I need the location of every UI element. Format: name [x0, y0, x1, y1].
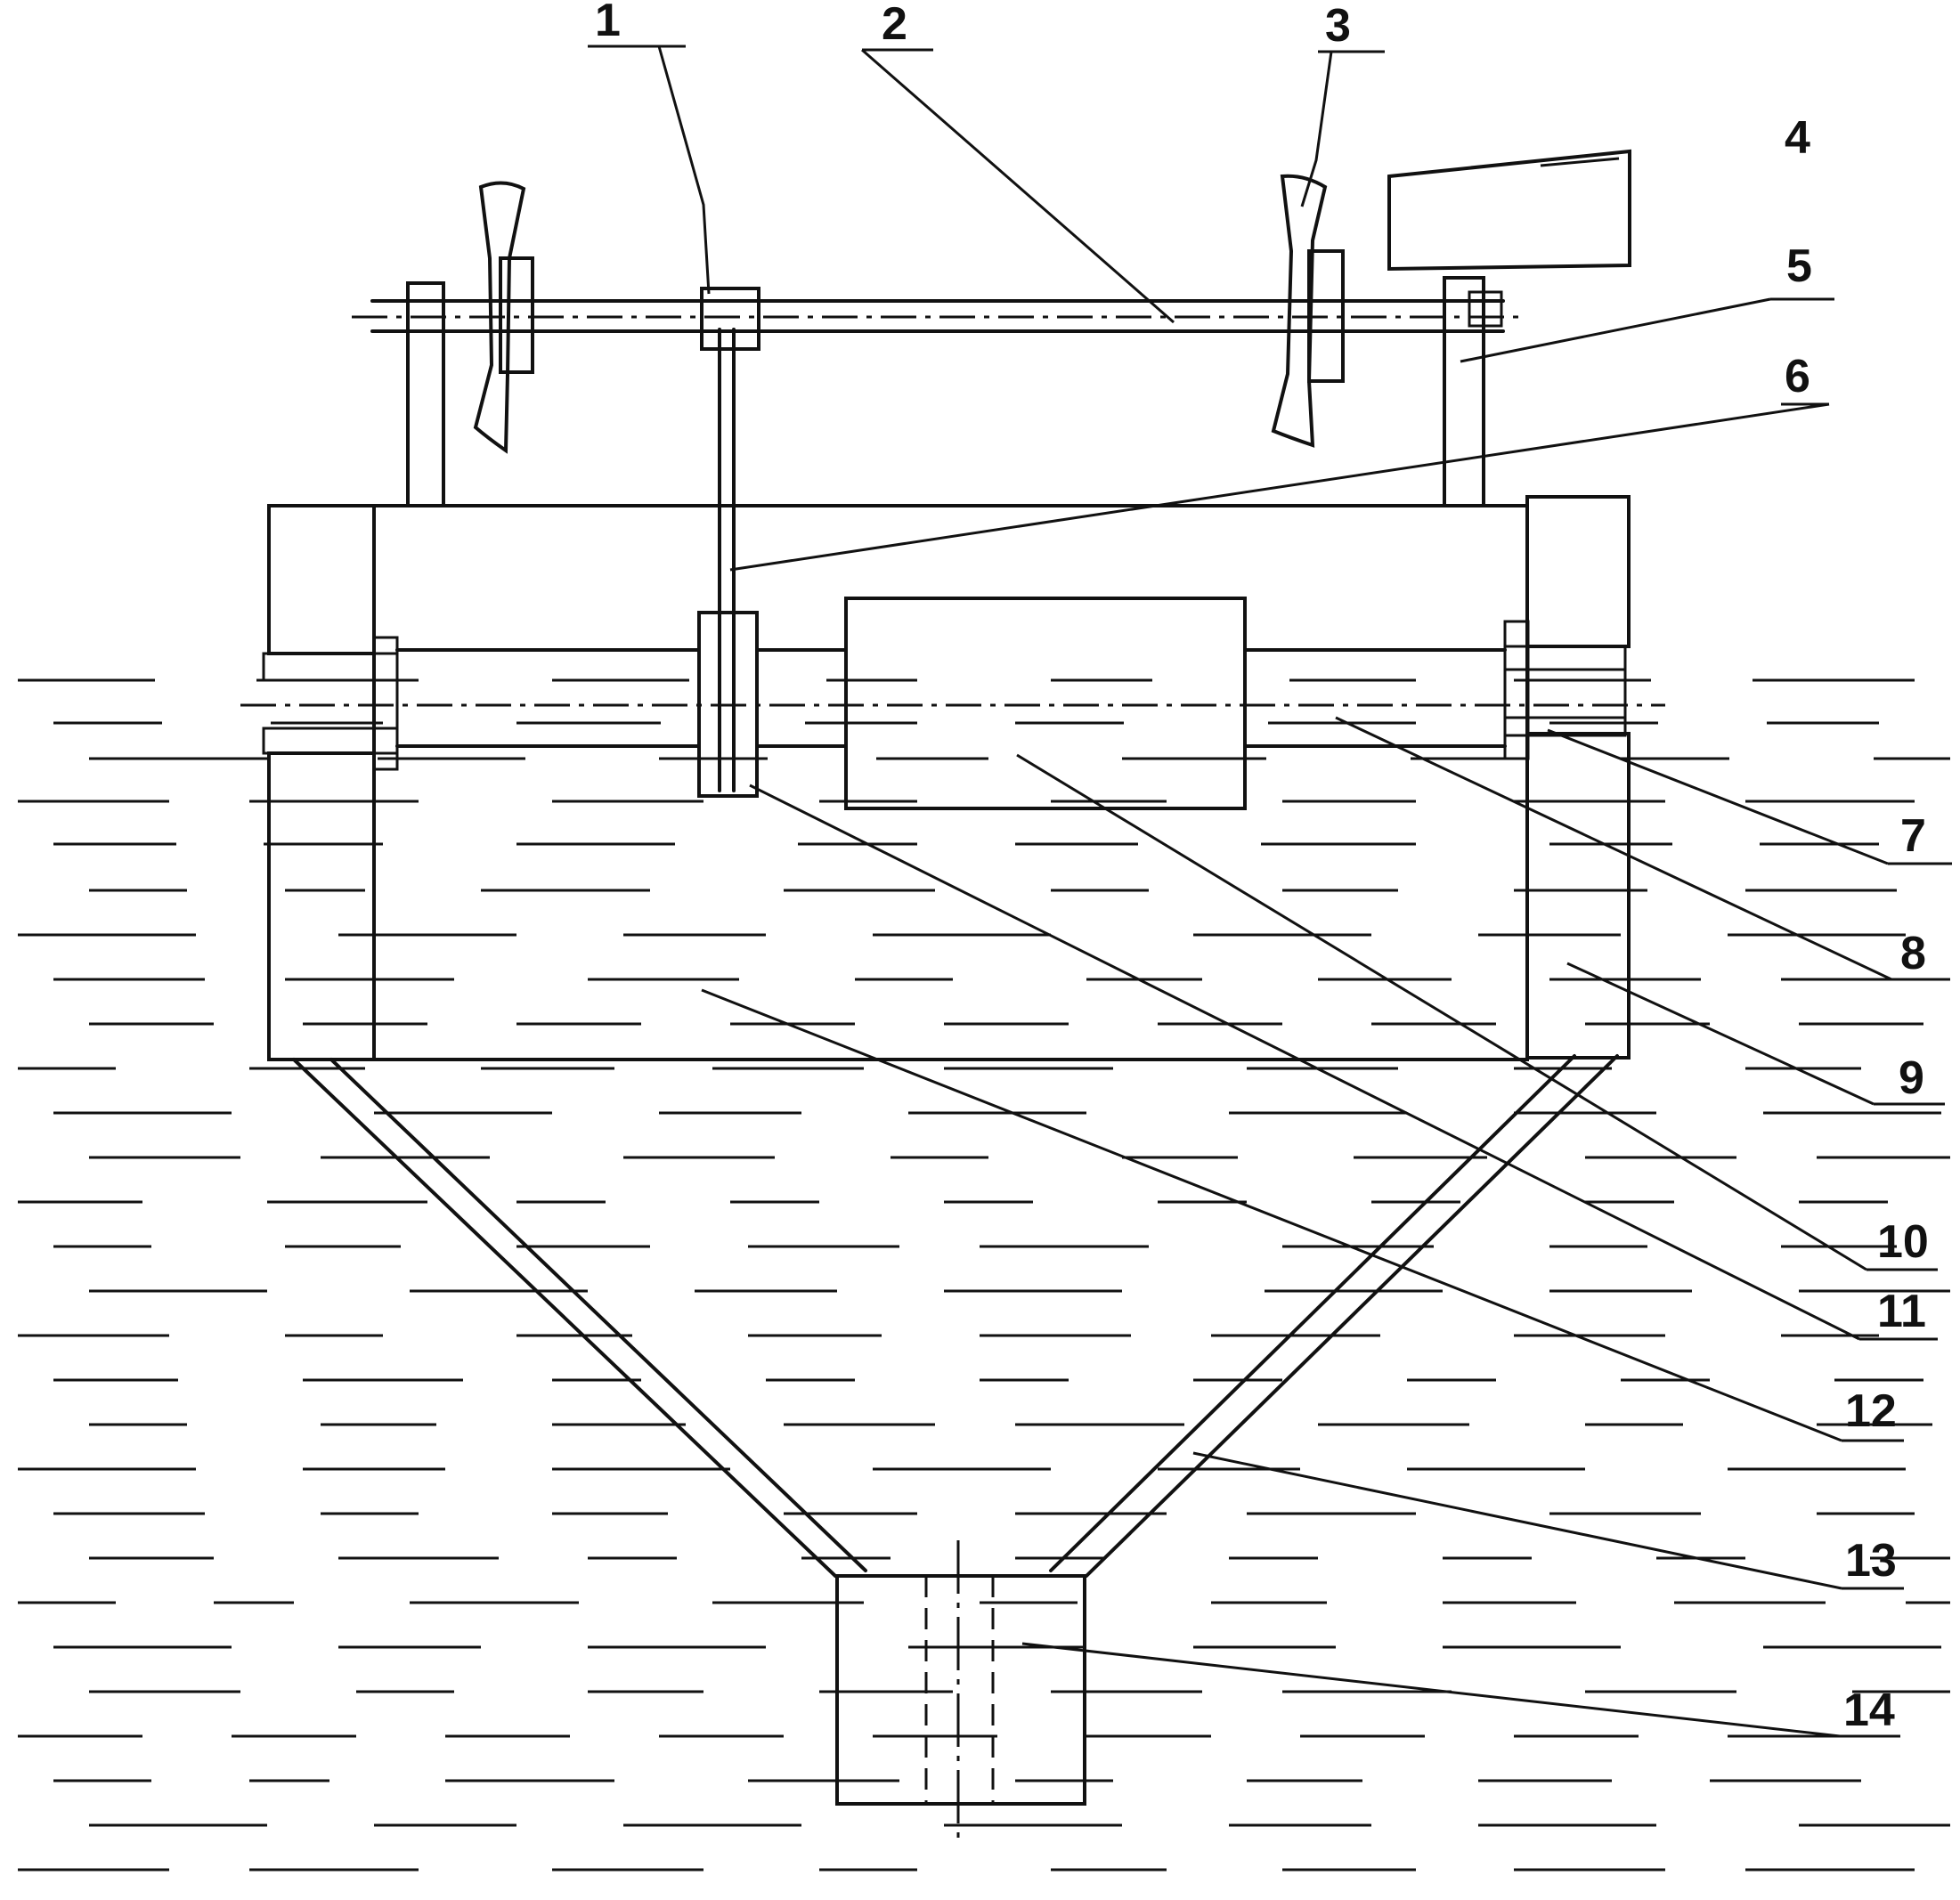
float-tank: [372, 504, 1529, 1061]
lower-pulley: [697, 611, 759, 798]
callout-2: 2: [882, 0, 907, 50]
callout-5: 5: [1786, 240, 1812, 292]
leader-lines: [588, 45, 1952, 1738]
callout-10: 10: [1877, 1216, 1929, 1268]
water-surface-lines: [18, 678, 1950, 1872]
right-blade: [1271, 174, 1345, 448]
callout-8: 8: [1900, 928, 1926, 979]
callout-7: 7: [1900, 810, 1926, 862]
lower-shaft: [240, 648, 1665, 748]
callout-1: 1: [595, 0, 621, 46]
callout-12: 12: [1845, 1385, 1897, 1437]
funnel: [292, 1054, 1619, 1578]
callout-labels: 1 2 3 4 5 6 7 8 9 10 11 12 13 14: [595, 0, 1929, 1736]
callout-13: 13: [1845, 1535, 1897, 1587]
upper-supports: [406, 276, 1485, 507]
right-float-block: [1525, 495, 1631, 1060]
outlet-pipe: [835, 1540, 1086, 1843]
callout-6: 6: [1785, 351, 1810, 402]
left-blade: [473, 181, 534, 454]
generator-drum: [844, 597, 1247, 810]
right-bearing: [1503, 620, 1627, 760]
callout-14: 14: [1843, 1685, 1895, 1736]
callout-9: 9: [1899, 1052, 1924, 1104]
control-box: [1387, 149, 1631, 272]
left-bearing: [262, 636, 399, 771]
drive-belt: [718, 328, 736, 792]
upper-pulley: [700, 287, 760, 351]
callout-4: 4: [1785, 112, 1810, 164]
upper-shaft: [352, 290, 1523, 333]
callout-3: 3: [1325, 0, 1351, 52]
callout-11: 11: [1877, 1286, 1926, 1337]
left-float-block: [267, 504, 376, 1061]
